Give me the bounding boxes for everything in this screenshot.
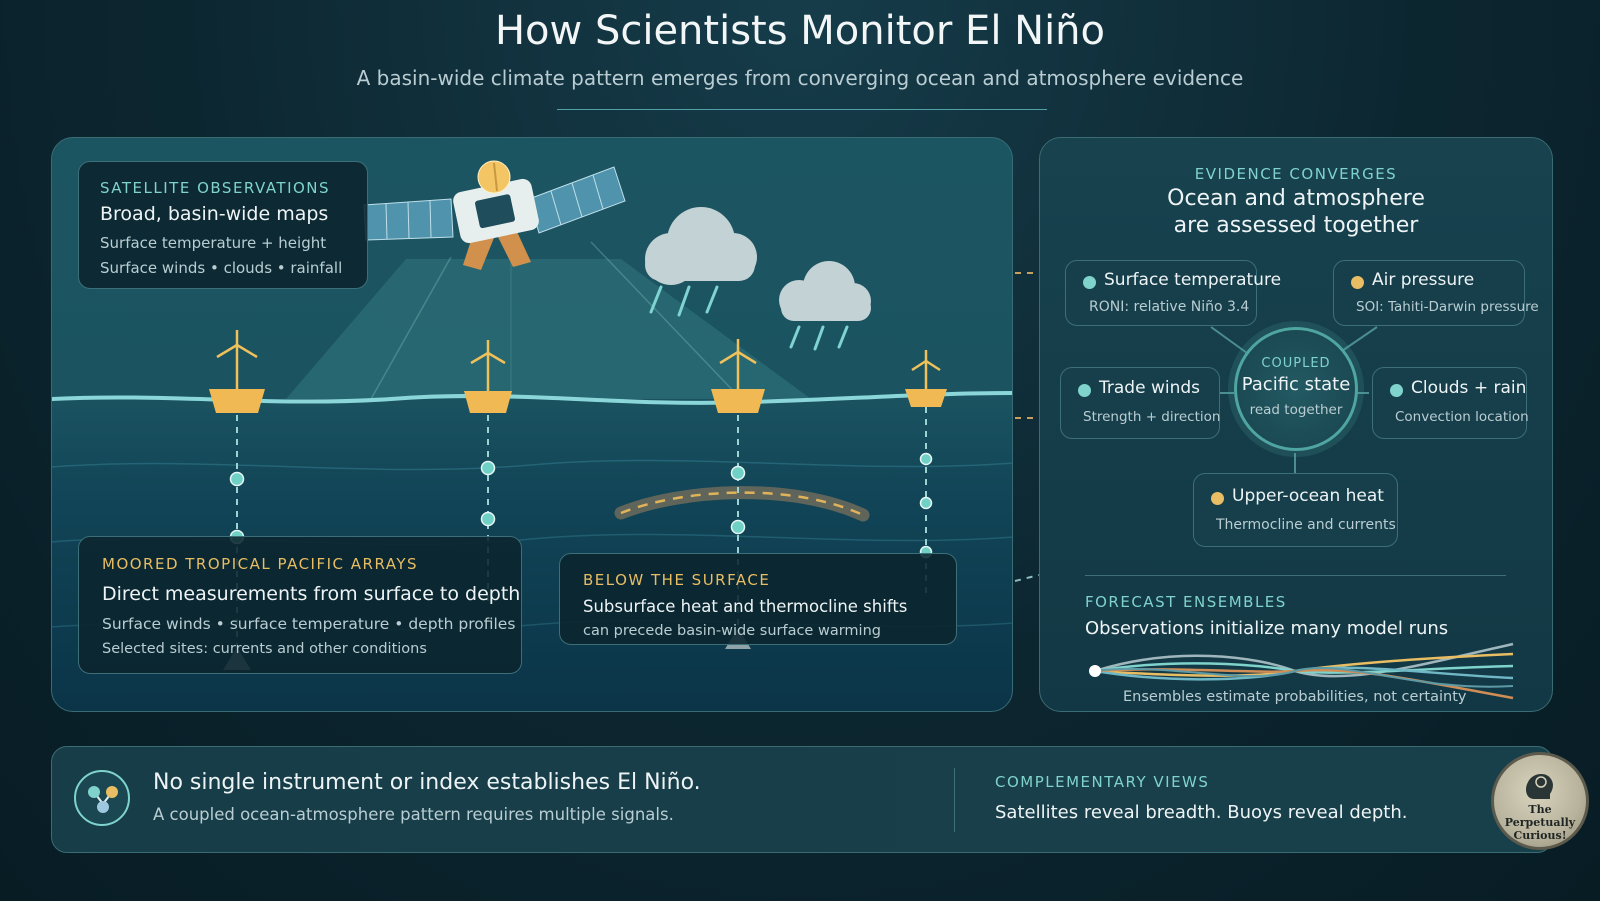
hub-label-main: Pacific state: [1241, 374, 1351, 395]
title-divider: [557, 109, 1047, 110]
node-title: Surface temperature: [1104, 270, 1282, 290]
node-subtitle: Thermocline and currents: [1216, 517, 1396, 533]
hub-label-top: COUPLED: [1261, 356, 1331, 371]
teal-dot-icon: [1083, 276, 1096, 289]
node-clouds-rain: Clouds + rain Convection location: [1372, 367, 1529, 439]
forecast-divider: [1085, 575, 1506, 576]
page-title: How Scientists Monitor El Niño: [494, 8, 1106, 54]
evidence-kicker: EVIDENCE CONVERGES: [1194, 165, 1398, 183]
forecast-kicker: FORECAST ENSEMBLES: [1085, 593, 1287, 611]
logo-line2: Curious!: [1513, 829, 1567, 842]
satellite-card-line2: Surface winds • clouds • rainfall: [100, 259, 343, 277]
node-air-pressure: Air pressure SOI: Tahiti-Darwin pressure: [1333, 260, 1539, 326]
node-surface-temperature: Surface temperature RONI: relative Niño …: [1065, 260, 1281, 326]
teal-dot-icon: [1078, 384, 1091, 397]
page-subtitle: A basin-wide climate pattern emerges fro…: [356, 66, 1244, 90]
ensemble-spaghetti-chart: [1089, 642, 1514, 700]
node-title: Air pressure: [1372, 270, 1475, 290]
below-surface-card: BELOW THE SURFACE Subsurface heat and th…: [559, 553, 957, 645]
thermocline-arc: [614, 486, 870, 522]
teal-dot-icon: [1390, 384, 1403, 397]
amber-dot-icon: [1211, 492, 1224, 505]
below-surface-line1: can precede basin-wide surface warming: [583, 623, 881, 639]
moored-kicker: MOORED TROPICAL PACIFIC ARRAYS: [102, 555, 419, 573]
below-surface-title: Subsurface heat and thermocline shifts: [583, 597, 908, 616]
hub-label-sub: read together: [1249, 402, 1343, 418]
evidence-title-line2: are assessed together: [1173, 213, 1419, 238]
forecast-caption: Ensembles estimate probabilities, not ce…: [1123, 689, 1467, 705]
moored-card-title: Direct measurements from surface to dept…: [102, 583, 521, 605]
node-subtitle: SOI: Tahiti-Darwin pressure: [1356, 299, 1539, 315]
satellite-icon: [363, 160, 626, 270]
node-title: Clouds + rain: [1411, 378, 1527, 398]
ocean-scene-illustration: [52, 160, 1012, 670]
rain-cloud-small: [779, 261, 871, 351]
amber-dot-icon: [1351, 276, 1364, 289]
network-icon: [74, 770, 130, 826]
satellite-swath: [286, 259, 811, 399]
node-upper-ocean-heat: Upper-ocean heat Thermocline and current…: [1193, 473, 1398, 547]
satellite-observations-card: SATELLITE OBSERVATIONS Broad, basin-wide…: [78, 161, 368, 289]
summary-divider: [954, 768, 955, 832]
logo-line1: The Perpetually: [1504, 803, 1576, 829]
satellite-card-line1: Surface temperature + height: [100, 234, 327, 252]
node-subtitle: Strength + direction: [1083, 409, 1221, 425]
moored-card-line2: Selected sites: currents and other condi…: [102, 641, 427, 657]
coupled-pacific-hub: COUPLED Pacific state read together: [1234, 327, 1358, 451]
below-surface-kicker: BELOW THE SURFACE: [583, 571, 771, 589]
moored-arrays-card: MOORED TROPICAL PACIFIC ARRAYS Direct me…: [78, 536, 522, 674]
moored-card-line1: Surface winds • surface temperature • de…: [102, 615, 516, 633]
satellite-card-title: Broad, basin-wide maps: [100, 203, 329, 225]
summary-title: No single instrument or index establishe…: [153, 770, 701, 795]
node-subtitle: Convection location: [1395, 409, 1529, 425]
perpetually-curious-logo: The Perpetually Curious!: [1491, 752, 1589, 850]
complementary-text: Satellites reveal breadth. Buoys reveal …: [995, 802, 1408, 823]
forecast-title: Observations initialize many model runs: [1085, 618, 1449, 639]
satellite-kicker: SATELLITE OBSERVATIONS: [100, 179, 331, 197]
node-subtitle: RONI: relative Niño 3.4: [1089, 299, 1250, 315]
complementary-kicker: COMPLEMENTARY VIEWS: [995, 773, 1210, 791]
panel-connector-dashes: [1014, 272, 1040, 582]
summary-bar: [51, 746, 1553, 853]
node-trade-winds: Trade winds Strength + direction: [1060, 367, 1220, 439]
node-title: Upper-ocean heat: [1232, 486, 1384, 506]
summary-subtitle: A coupled ocean-atmosphere pattern requi…: [153, 805, 674, 824]
rain-cloud-large: [645, 207, 757, 317]
node-title: Trade winds: [1099, 378, 1200, 398]
evidence-title-line1: Ocean and atmosphere: [1167, 186, 1425, 211]
